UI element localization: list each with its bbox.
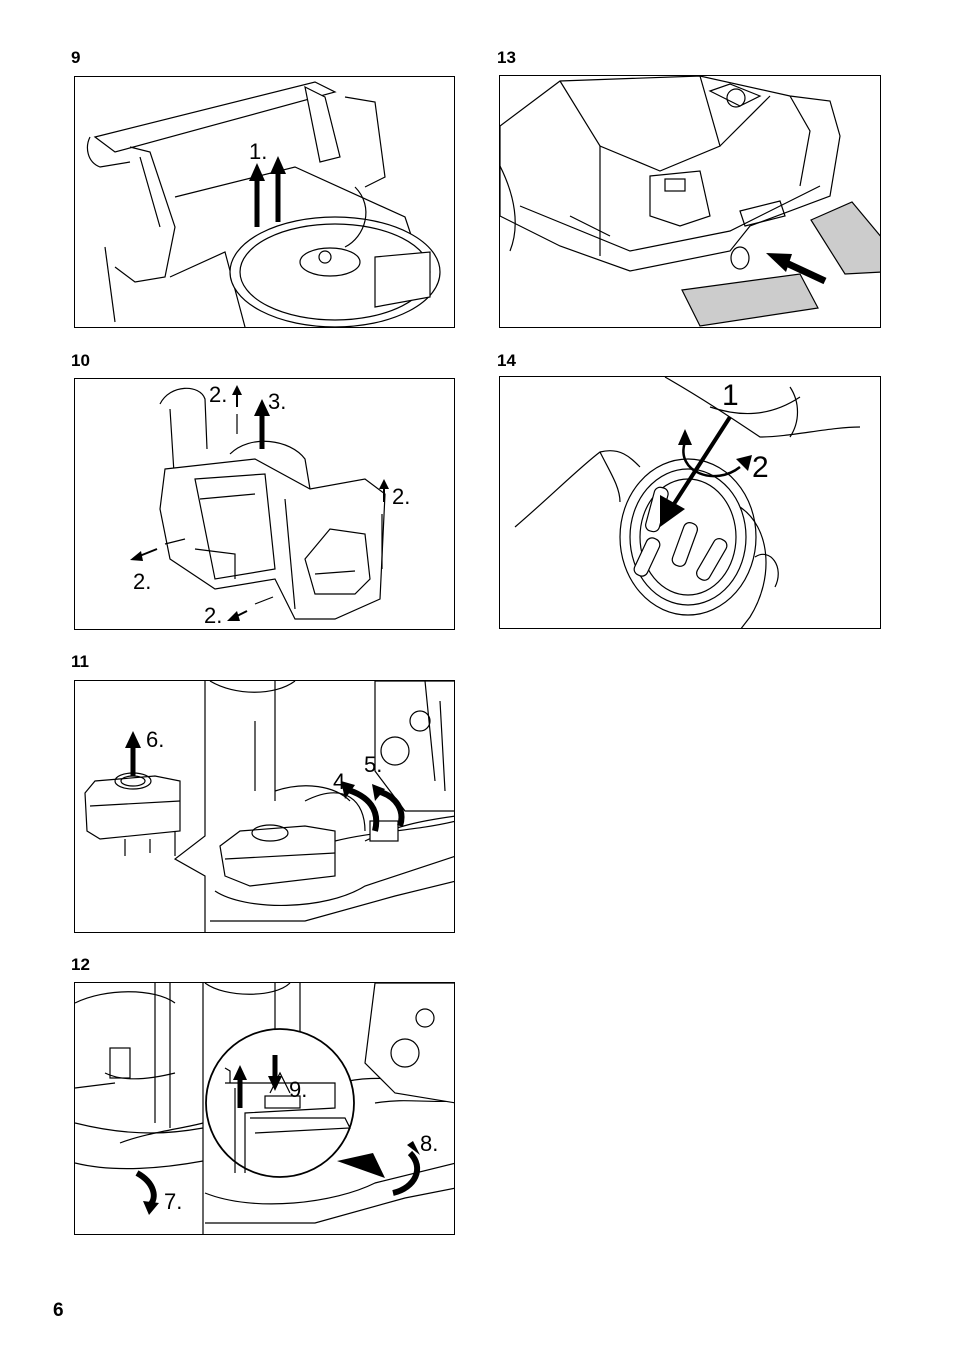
figure-12-panel: 9. 8. 7.	[74, 982, 455, 1235]
step-label: 2	[752, 451, 769, 485]
step-label: 9.	[289, 1077, 307, 1103]
step-label: 2.	[209, 382, 227, 408]
figure-11-panel: 6. 4. 5.	[74, 680, 455, 933]
figure-9-illustration	[75, 77, 455, 328]
figure-13-panel	[499, 75, 881, 328]
step-label: 2.	[133, 569, 151, 595]
step-label: 2.	[392, 484, 410, 510]
figure-number-14: 14	[497, 351, 516, 371]
step-label: 2.	[204, 603, 222, 629]
figure-14-panel: 1 2	[499, 376, 881, 629]
step-label: 4.	[333, 769, 351, 795]
figure-number-11: 11	[71, 652, 89, 672]
step-label: 1	[722, 379, 739, 413]
step-label: 7.	[164, 1189, 182, 1215]
figure-number-13: 13	[497, 48, 516, 68]
step-label: 3.	[268, 389, 286, 415]
step-label: 5.	[364, 752, 382, 778]
figure-9-panel: 1.	[74, 76, 455, 328]
figure-14-illustration	[500, 377, 881, 629]
step-label: 1.	[249, 139, 267, 165]
step-label: 6.	[146, 727, 164, 753]
figure-11-illustration	[75, 681, 455, 933]
figure-10-panel: 2. 3. 2. 2. 2.	[74, 378, 455, 630]
figure-number-12: 12	[71, 955, 90, 975]
step-label: 8.	[420, 1131, 438, 1157]
figure-number-10: 10	[71, 351, 90, 371]
figure-number-9: 9	[71, 48, 80, 68]
figure-12-illustration	[75, 983, 455, 1235]
figure-13-illustration	[500, 76, 881, 328]
page-number: 6	[53, 1300, 64, 1322]
